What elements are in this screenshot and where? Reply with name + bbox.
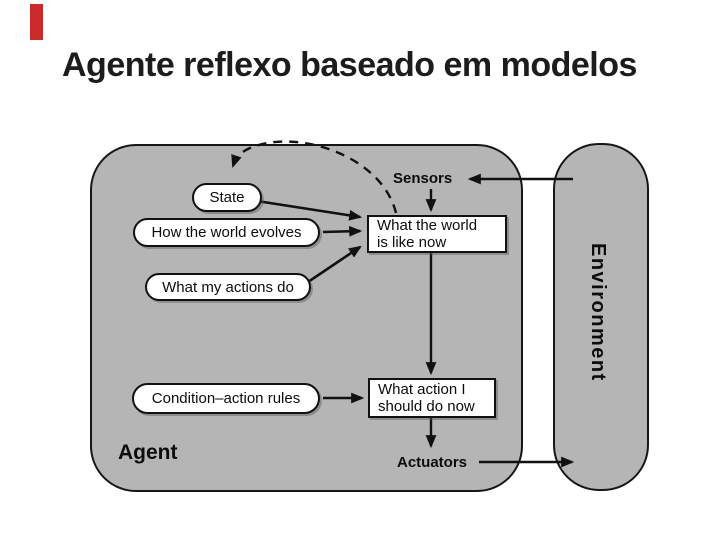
accent-bar bbox=[30, 4, 43, 40]
node-condition-action-rules-label: Condition–action rules bbox=[151, 390, 301, 407]
sensors-label: Sensors bbox=[393, 170, 453, 187]
slide-title: Agente reflexo baseado em modelos bbox=[62, 46, 637, 84]
environment-box bbox=[553, 143, 649, 491]
actuators-label: Actuators bbox=[397, 454, 468, 471]
node-action-now-line2: should do now bbox=[378, 398, 475, 415]
node-what-my-actions-do-label: What my actions do bbox=[162, 278, 294, 296]
agent-label: Agent bbox=[118, 441, 178, 464]
node-world-now-line1: What the world bbox=[377, 217, 478, 234]
node-how-world-evolves-label: How the world evolves bbox=[151, 224, 302, 241]
node-world-now-line2: is like now bbox=[377, 234, 447, 251]
node-state-label: State bbox=[209, 189, 245, 206]
node-condition-action-rules: Condition–action rules bbox=[132, 383, 320, 414]
agent-box bbox=[90, 144, 523, 492]
node-what-action-i-should-do-now: What action I should do now bbox=[368, 378, 496, 418]
node-state: State bbox=[192, 183, 262, 212]
node-what-the-world-is-like-now: What the world is like now bbox=[367, 215, 507, 253]
environment-label: Environment bbox=[587, 243, 609, 382]
node-action-now-line1: What action I bbox=[378, 381, 466, 398]
node-how-world-evolves: How the world evolves bbox=[133, 218, 320, 247]
node-what-my-actions-do: What my actions do bbox=[145, 273, 311, 301]
